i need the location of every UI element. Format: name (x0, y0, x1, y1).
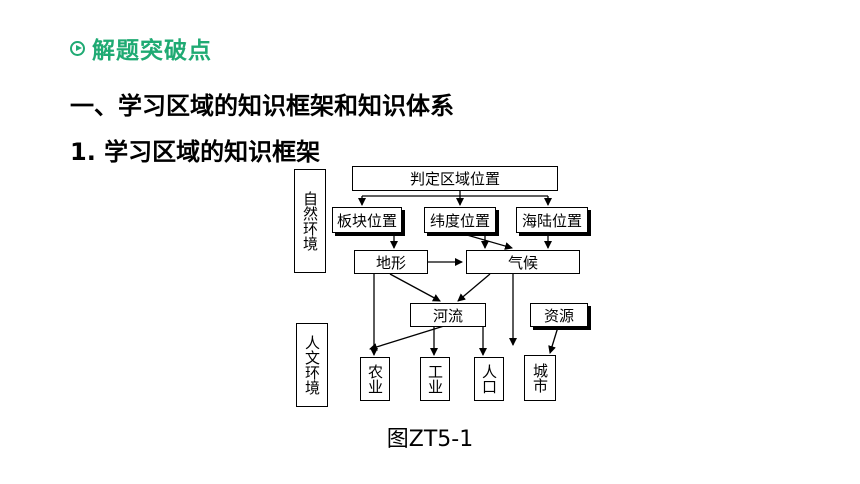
heading-2: 1. 学习区域的知识框架 (70, 138, 321, 166)
box-climate: 气候 (466, 250, 580, 274)
box-river: 河流 (410, 303, 486, 327)
box-industry: 工业 (420, 357, 450, 401)
heading-1: 一、学习区域的知识框架和知识体系 (70, 92, 454, 120)
box-city: 城市 (524, 355, 556, 401)
section-header: 解题突破点 (70, 31, 212, 65)
box-population: 人口 (474, 357, 504, 401)
box-resources: 资源 (530, 303, 588, 327)
natural-environment-label: 自然环境 (294, 169, 326, 273)
box-terrain: 地形 (354, 250, 428, 274)
human-environment-label: 人文环境 (296, 323, 328, 407)
knowledge-framework-diagram: 自然环境 人文环境 判定区域位置 板块位置 纬度位置 海陆位置 地形 气候 河流… (290, 163, 610, 413)
box-plate-position: 板块位置 (332, 207, 402, 233)
box-determine-position: 判定区域位置 (352, 166, 558, 191)
section-title: 解题突破点 (92, 38, 212, 64)
box-latitude-position: 纬度位置 (424, 207, 496, 233)
box-agriculture: 农业 (360, 357, 390, 401)
box-land-sea-position: 海陆位置 (516, 207, 588, 233)
figure-caption: 图ZT5-1 (386, 427, 474, 452)
diagram-connectors (358, 190, 559, 356)
play-circle-icon (70, 40, 85, 56)
